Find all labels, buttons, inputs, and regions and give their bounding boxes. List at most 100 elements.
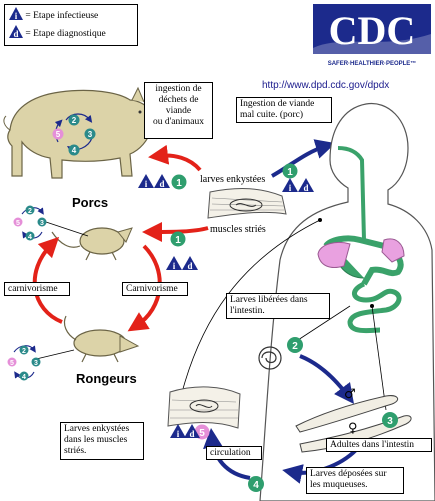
ingestion-viande-line-2: mal cuite. (porc) [240, 110, 304, 120]
muscle-tissue-bottom [167, 386, 241, 429]
stage-1-rat: 1 [170, 231, 186, 247]
stage-1-human: 1 [282, 163, 298, 179]
larves-enkystees-muscles-line-2: dans les muscles [64, 435, 128, 445]
muscle-tissue-center [207, 188, 287, 219]
carnivorisme-left-box: carnivorisme [4, 282, 70, 296]
larves-liberees-line-2: l'intestin. [230, 306, 265, 316]
ingestion-dechets-line-4: ou d'animaux [152, 117, 205, 127]
larva-coil [258, 346, 282, 370]
pig-mini-stage-2: 2 [68, 114, 80, 126]
badge-i-rat: i [166, 256, 182, 271]
badge-d-pig: d [154, 174, 170, 189]
larves-enkystees-muscles-box: Larves enkystées dans les muscles striés… [60, 422, 144, 460]
arrow-stage2-to-3 [299, 354, 355, 404]
larves-enkystees-muscles-line-3: striés. [64, 446, 87, 456]
rat-bottom-mini-stage-5: 5 [7, 357, 17, 367]
rat-top-mini-stage-4: 4 [25, 231, 35, 241]
svg-text:i: i [15, 11, 18, 20]
arrow-to-pig [148, 144, 202, 172]
svg-text:i: i [289, 183, 292, 193]
svg-text:d: d [187, 261, 192, 271]
rat-illustration-bottom [63, 315, 140, 363]
svg-text:2: 2 [22, 348, 26, 355]
svg-text:d: d [189, 429, 194, 439]
carnivorisme-right-box: Carnivorisme [122, 282, 188, 296]
legend: i = Etape infectieuse d = Etape diagnost… [4, 4, 138, 46]
cdc-logo-graphic: CDC SAFER·HEALTHIER·PEOPLE™ [313, 4, 431, 67]
svg-text:1: 1 [287, 167, 293, 178]
pointer-line-rat-bottom [31, 349, 75, 361]
rat-top-mini-stage-3: 3 [37, 217, 47, 227]
carnivorisme-right-label: Carnivorisme [126, 284, 178, 294]
rongeurs-heading: Rongeurs [76, 371, 137, 386]
svg-text:2: 2 [28, 208, 32, 215]
male-symbol: ♂ [344, 387, 356, 402]
larves-enkystees-muscles-line-1: Larves enkystées [64, 424, 130, 434]
pig-mini-stage-3: 3 [84, 128, 96, 140]
muscles-stries-label: muscles striés [210, 224, 266, 235]
ingestion-dechets-box: ingestion de déchets de viande ou d'anim… [144, 82, 213, 139]
digestive-tract [317, 146, 405, 334]
svg-text:5: 5 [56, 130, 61, 139]
porcs-heading: Porcs [72, 195, 109, 210]
adultes-label: Adultes dans l'intestin [330, 440, 415, 450]
adultes-box: Adultes dans l'intestin [326, 438, 432, 452]
larves-deposees-line-2: les muqueuses. [310, 480, 368, 490]
arrow-to-human [271, 139, 336, 178]
female-symbol: ♀ [348, 421, 358, 436]
stage-2-human: 2 [287, 337, 303, 353]
rat-bottom-mini-stage-3: 3 [31, 357, 41, 367]
larves-liberees-box: Larves libérées dans l'intestin. [226, 293, 330, 319]
svg-text:CDC: CDC [329, 8, 416, 53]
pig-illustration [3, 86, 161, 179]
ingestion-dechets-line-2: déchets de [158, 95, 199, 105]
ingestion-viande-box: Ingestion de viande mal cuite. (porc) [236, 97, 332, 123]
svg-text:SAFER·HEALTHIER·PEOPLE™: SAFER·HEALTHIER·PEOPLE™ [328, 60, 417, 67]
legend-infective-label: = Etape infectieuse [25, 11, 99, 21]
badge-d-rat: d [182, 256, 198, 271]
svg-text:d: d [159, 179, 164, 189]
cdc-logo: CDC SAFER·HEALTHIER·PEOPLE™ [313, 4, 431, 70]
svg-text:d: d [13, 29, 18, 38]
stage-1-pig: 1 [171, 174, 187, 190]
badge-d-muscle: d [184, 424, 200, 439]
svg-text:4: 4 [72, 146, 77, 155]
legend-diagnostic-label: = Etape diagnostique [25, 29, 106, 39]
svg-text:i: i [145, 179, 148, 189]
carnivorisme-left-label: carnivorisme [8, 284, 58, 294]
ingestion-dechets-line-1: ingestion de [155, 84, 202, 94]
pointer-line-larves-liberees [297, 305, 351, 341]
svg-text:i: i [177, 429, 180, 439]
rat-top-mini-stage-2: 2 [25, 205, 35, 215]
stage-4-human: 4 [248, 476, 264, 492]
svg-text:4: 4 [22, 374, 26, 381]
larves-deposees-box: Larves déposées sur les muqueuses. [306, 467, 404, 494]
legend-diagnostic: d = Etape diagnostique [9, 25, 106, 41]
svg-text:4: 4 [253, 480, 259, 491]
svg-text:3: 3 [387, 416, 393, 427]
svg-text:1: 1 [175, 235, 181, 246]
pig-mini-stage-5: 5 [52, 128, 64, 140]
ingestion-viande-line-1: Ingestion de viande [240, 99, 315, 109]
circulation-box: circulation [206, 446, 262, 460]
rat-illustration-top [51, 227, 133, 261]
pointer-line-rat-top [39, 219, 89, 237]
svg-text:1: 1 [176, 178, 182, 189]
ingestion-dechets-line-3: viande [165, 106, 192, 116]
svg-text:d: d [303, 183, 308, 193]
legend-infective: i = Etape infectieuse [9, 7, 98, 23]
svg-text:3: 3 [40, 220, 44, 227]
source-url[interactable]: http://www.dpd.cdc.gov/dpdx [262, 80, 390, 91]
svg-text:i: i [173, 261, 176, 271]
circulation-label: circulation [210, 448, 251, 458]
arrow-to-rat [142, 221, 209, 242]
badge-d-human: d [298, 178, 314, 193]
svg-text:5: 5 [199, 428, 205, 439]
arrow-stage4-to-muscle [203, 428, 251, 480]
badge-i-muscle: i [170, 424, 186, 439]
svg-text:2: 2 [72, 116, 77, 125]
diagnostic-badge-icon: d [9, 25, 23, 39]
larves-liberees-line-1: Larves libérées dans [230, 295, 308, 305]
infective-badge-icon: i [9, 7, 23, 21]
